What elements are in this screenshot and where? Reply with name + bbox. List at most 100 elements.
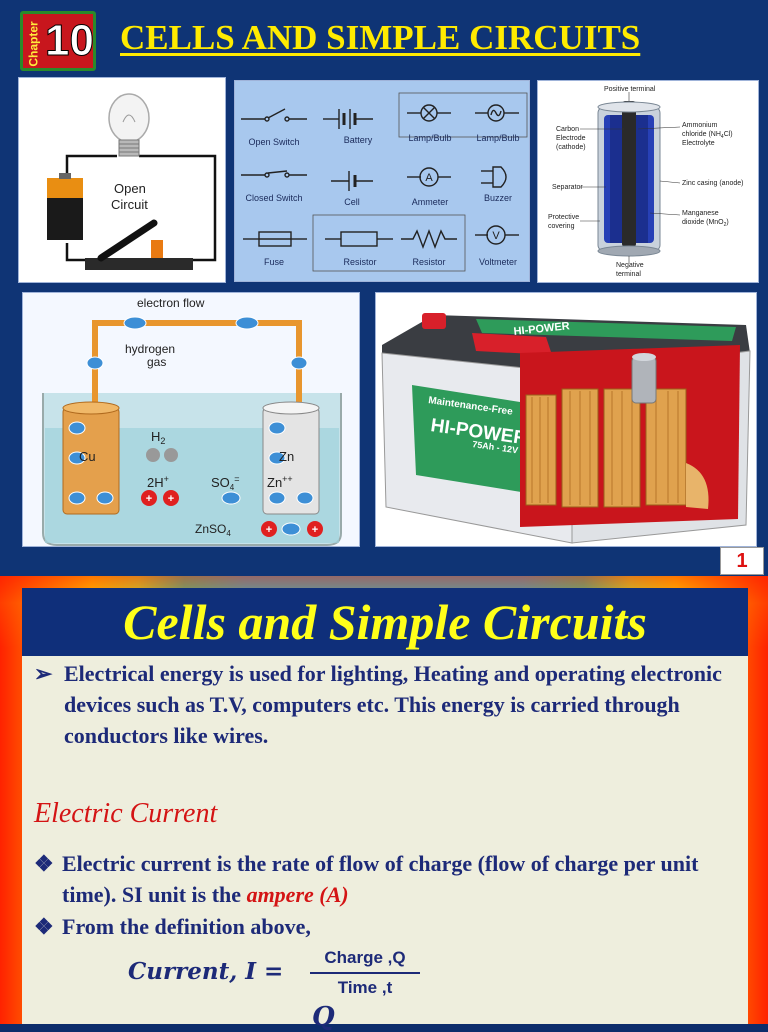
chapter-badge: Chapter 10 bbox=[20, 11, 96, 71]
fuse-icon bbox=[243, 231, 307, 247]
svg-text:+: + bbox=[266, 524, 272, 536]
buzzer-icon bbox=[481, 166, 507, 188]
slide-1-title: CELLS AND SIMPLE CIRCUITS bbox=[120, 18, 641, 57]
slide-1: Chapter 10 CELLS AND SIMPLE CIRCUITS Ope… bbox=[18, 11, 764, 575]
from-definition-text: From the definition above, bbox=[62, 914, 311, 939]
intro-text: Electrical energy is used for lighting, … bbox=[64, 661, 722, 748]
svg-text:ZnSO4: ZnSO4 bbox=[195, 522, 231, 538]
copper-label: Cu bbox=[79, 449, 96, 464]
slide-number-badge: 1 bbox=[720, 547, 764, 575]
diamond-bullet-icon-2: ❖ bbox=[34, 914, 54, 939]
circuit-symbols-chart: A V Open Switch Battery Lamp/Bulb Lamp/B… bbox=[234, 80, 530, 282]
terminal-label: terminal bbox=[616, 271, 641, 278]
definition-bullet: ❖ Electric current is the rate of flow o… bbox=[34, 848, 740, 910]
svg-text:+: + bbox=[312, 524, 318, 536]
electron-icon bbox=[123, 316, 147, 330]
section-heading: Electric Current bbox=[34, 798, 218, 829]
sulfate-label: SO bbox=[211, 475, 230, 490]
resistor-label-2: Resistor bbox=[412, 257, 446, 267]
dry-cell-diagram: Positive terminal Carbon Electrode (cath… bbox=[537, 80, 759, 283]
svg-text:+: + bbox=[146, 493, 152, 505]
resistor-label-1: Resistor bbox=[343, 257, 377, 267]
cell-symbol-icon bbox=[331, 171, 373, 191]
ammonium-chloride-label: chloride (NH bbox=[682, 131, 721, 138]
formula-fraction: Charge ,Q Time ,t bbox=[310, 946, 420, 1000]
from-definition-bullet: ❖ From the definition above, bbox=[34, 911, 740, 942]
car-battery-drawing: HI-POWER Maintenance-Free HI-POWER 75Ah … bbox=[381, 313, 751, 544]
cathode-label: (cathode) bbox=[556, 144, 586, 151]
slide-2: Cells and Simple Circuits ➢ Electrical e… bbox=[0, 576, 768, 1032]
symbols-drawing: A V bbox=[241, 92, 528, 272]
definition-text: Electric current is the rate of flow of … bbox=[62, 851, 699, 907]
positive-terminal-icon bbox=[422, 313, 446, 329]
svg-text:SO4=: SO4= bbox=[211, 474, 240, 492]
manganese-dioxide-label: dioxide (MnO bbox=[682, 219, 724, 226]
fuse-label: Fuse bbox=[263, 257, 284, 267]
zinc-label: Zn bbox=[279, 449, 294, 464]
voltmeter-icon bbox=[475, 225, 519, 245]
intro-paragraph: ➢ Electrical energy is used for lighting… bbox=[34, 658, 740, 751]
positive-terminal-label: Positive terminal bbox=[604, 86, 656, 93]
battery-label: Battery bbox=[343, 135, 373, 145]
formula-cut-symbol: Q bbox=[312, 1002, 335, 1032]
formula-lhs: Current, I = bbox=[128, 958, 284, 985]
negative-label: Negative bbox=[616, 262, 644, 269]
gas-label: gas bbox=[147, 355, 166, 369]
svg-text:H2: H2 bbox=[151, 429, 165, 446]
ammeter-icon bbox=[407, 167, 451, 187]
voltaic-cell-drawing: ++++ electron flow hydrogen gas Cu Zn H2… bbox=[42, 296, 342, 546]
diamond-bullet-icon: ❖ bbox=[34, 851, 54, 876]
svg-text:A: A bbox=[425, 172, 433, 184]
svg-text:Zn++: Zn++ bbox=[267, 474, 293, 490]
manganese-label: Manganese bbox=[682, 210, 719, 217]
zinc-casing-label: Zinc casing (anode) bbox=[682, 180, 743, 187]
resistor-box-icon bbox=[325, 231, 393, 247]
open-switch-icon bbox=[241, 108, 307, 122]
svg-text:V: V bbox=[492, 230, 500, 242]
svg-text:2H+: 2H+ bbox=[147, 474, 169, 490]
buzzer-label: Buzzer bbox=[483, 193, 512, 203]
lamp-symbol-icon bbox=[407, 104, 451, 122]
znso4-label: ZnSO bbox=[195, 522, 226, 536]
closed-switch-icon bbox=[241, 170, 307, 178]
svg-text:chloride (NH4Cl): chloride (NH4Cl) bbox=[682, 131, 733, 140]
svg-text:+: + bbox=[168, 493, 174, 505]
electron-flow-label: electron flow bbox=[137, 296, 205, 310]
current-formula: Current, I = Charge ,Q Time ,t Q bbox=[128, 946, 548, 1032]
circuit-label: Circuit bbox=[111, 197, 148, 212]
formula-denominator: Time ,t bbox=[337, 978, 393, 997]
zinc-ion-label: Zn bbox=[267, 475, 282, 490]
electrolyte-label: Electrolyte bbox=[682, 140, 715, 147]
proton-icon bbox=[141, 490, 157, 506]
lamp-bulb-label-2: Lamp/Bulb bbox=[476, 133, 520, 143]
voltaic-cell-diagram: ++++ electron flow hydrogen gas Cu Zn H2… bbox=[22, 292, 360, 547]
slide-2-title: Cells and Simple Circuits bbox=[123, 594, 647, 650]
h2-label: H bbox=[151, 429, 160, 444]
arrow-bullet-icon: ➢ bbox=[34, 661, 53, 686]
chapter-number: 10 bbox=[45, 16, 95, 66]
protective-label: Protective bbox=[548, 214, 579, 221]
si-unit-text: ampere (A) bbox=[246, 882, 349, 907]
battery-top-label: HI-POWER bbox=[513, 320, 570, 338]
open-circuit-drawing: Open Circuit bbox=[47, 93, 217, 270]
chapter-label: Chapter bbox=[27, 21, 41, 67]
open-label: Open bbox=[114, 181, 146, 196]
title-band: Cells and Simple Circuits bbox=[22, 588, 748, 656]
separator-label: Separator bbox=[552, 184, 583, 191]
lamp-filament-icon bbox=[475, 104, 519, 122]
hydrogen-label: hydrogen bbox=[125, 342, 175, 356]
covering-label: covering bbox=[548, 223, 575, 230]
resistor-zigzag-icon bbox=[401, 229, 457, 249]
carbon-label: Carbon bbox=[556, 126, 579, 133]
battery-symbol-icon bbox=[323, 109, 373, 129]
switch-icon bbox=[85, 258, 193, 270]
cell-label: Cell bbox=[344, 197, 360, 207]
electrode-label: Electrode bbox=[556, 135, 586, 142]
closed-switch-label: Closed Switch bbox=[245, 193, 303, 203]
hydrogen-ion-label: 2H bbox=[147, 475, 164, 490]
svg-text:dioxide (MnO2): dioxide (MnO2) bbox=[682, 219, 729, 228]
car-battery-cutaway-image: HI-POWER Maintenance-Free HI-POWER 75Ah … bbox=[375, 292, 757, 547]
dry-cell-drawing: Positive terminal Carbon Electrode (cath… bbox=[548, 86, 743, 278]
open-switch-label: Open Switch bbox=[248, 137, 300, 147]
fraction-bar bbox=[310, 972, 420, 974]
